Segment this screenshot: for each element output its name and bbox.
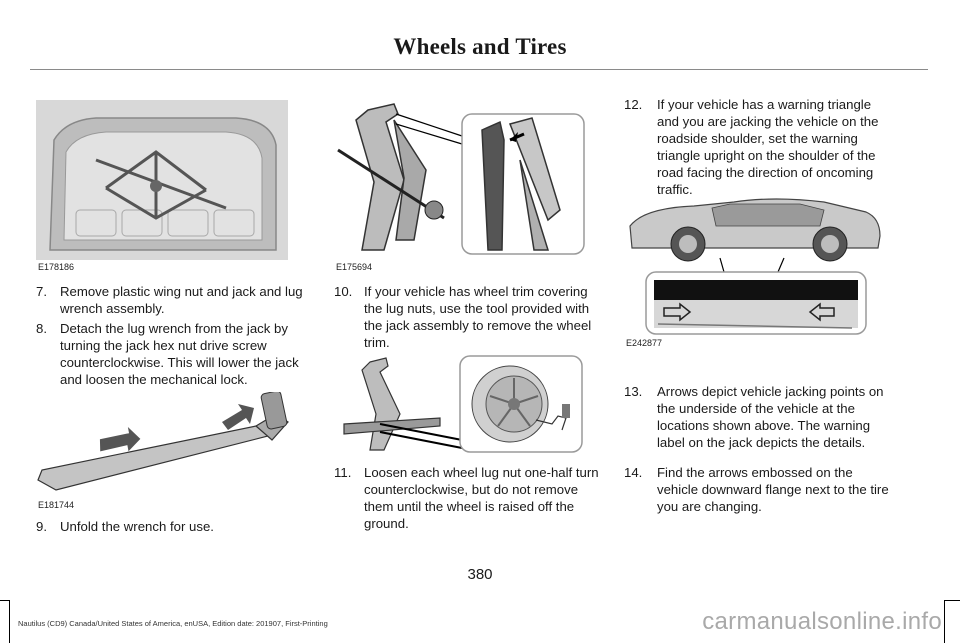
crop-mark-left-vertical [9,600,10,643]
step-number: 10. [334,284,353,299]
figure-id: E242877 [626,338,663,348]
step-text: Unfold the wrench for use. [60,519,214,534]
step-number: 13. [624,384,643,399]
figure-id: E175694 [336,262,373,272]
figure-jack-in-wheel-well: E178186 [36,100,288,272]
page-number: 380 [467,566,493,583]
step-text: If your vehicle has a warning triangle a… [657,97,879,197]
figure-jack-and-wheel [340,354,584,454]
step-text: Loosen each wheel lug nut one-half turn … [364,465,599,531]
step-9: 9. Unfold the wrench for use. [36,518,304,535]
step-number: 7. [36,284,47,299]
jack-and-wheel-illustration [340,354,584,454]
jack-well-illustration [36,100,288,260]
crop-mark-right-vertical [944,600,945,643]
step-text: Remove plastic wing nut and jack and lug… [60,284,303,316]
step-number: 11. [334,465,352,480]
figure-id: E181744 [38,500,75,510]
crop-mark-left-horizontal [0,600,10,601]
step-text: Find the arrows embossed on the vehicle … [657,465,889,514]
scissor-jack-illustration [334,100,590,260]
footer-edition-info: Nautilus (CD9) Canada/United States of A… [18,619,328,628]
header-rule [30,69,928,70]
step-number: 12. [624,97,643,112]
crop-mark-right-horizontal [944,600,960,601]
lug-wrench-illustration [36,392,292,498]
vehicle-jacking-points-illustration [624,196,892,336]
page-title: Wheels and Tires [393,34,567,59]
step-8: 8. Detach the lug wrench from the jack b… [36,320,308,388]
step-13: 13. Arrows depict vehicle jacking points… [624,383,892,451]
step-10: 10. If your vehicle has wheel trim cover… [334,283,602,351]
step-11: 11. Loosen each wheel lug nut one-half t… [334,464,602,532]
step-number: 14. [624,465,643,480]
figure-id: E178186 [38,262,75,272]
step-number: 8. [36,321,47,336]
figure-jacking-points: E242877 [624,196,892,348]
step-12: 12. If your vehicle has a warning triang… [624,96,892,198]
step-number: 9. [36,519,47,534]
step-7: 7. Remove plastic wing nut and jack and … [36,283,304,317]
figure-scissor-jack: E175694 [334,100,590,272]
step-text: Arrows depict vehicle jacking points on … [657,384,884,450]
step-14: 14. Find the arrows embossed on the vehi… [624,464,892,515]
step-text: Detach the lug wrench from the jack by t… [60,321,299,387]
step-text: If your vehicle has wheel trim covering … [364,284,592,350]
figure-lug-wrench: E181744 [36,392,292,510]
watermark: carmanualsonline.info [702,608,942,635]
